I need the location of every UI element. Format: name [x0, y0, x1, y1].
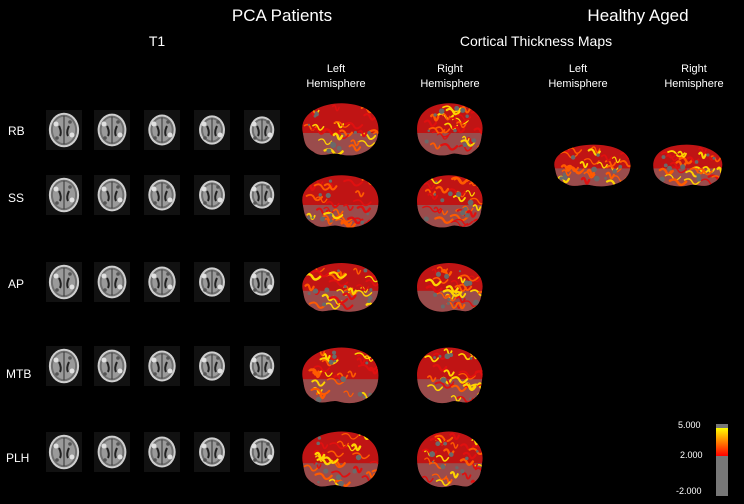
pca-right-hemisphere-label: Right Hemisphere	[420, 62, 479, 92]
mri-slice	[194, 110, 230, 155]
mri-slice	[46, 175, 82, 220]
healthy-left-label-line1: Left	[568, 63, 588, 75]
pca-right-hemisphere-surface	[414, 428, 488, 497]
healthy-left-hemisphere-label: Left Hemisphere	[548, 62, 607, 92]
pca-right-hemisphere-surface	[414, 344, 488, 413]
mri-slice	[94, 346, 130, 391]
mri-slice	[144, 346, 180, 391]
pca-left-hemisphere-label: Left Hemisphere	[306, 62, 365, 92]
row-label-rb: RB	[8, 124, 25, 138]
mri-slice	[144, 175, 180, 220]
mri-slice	[94, 175, 130, 220]
pca-right-hemisphere-surface	[414, 100, 488, 165]
mri-slice	[94, 432, 130, 477]
mri-slice	[194, 346, 230, 391]
mri-slice	[46, 110, 82, 155]
mri-slice	[244, 346, 280, 391]
row-label-mtb: MTB	[6, 367, 32, 381]
healthy-left-label-line2: Hemisphere	[548, 78, 608, 90]
pca-patients-title: PCA Patients	[231, 6, 333, 25]
row-label-ss: SS	[8, 191, 25, 205]
mri-slice	[46, 432, 82, 477]
healthy-right-label-line2: Hemisphere	[664, 78, 724, 90]
colorbar-max-label: 5.000	[678, 420, 701, 430]
mri-slice	[194, 175, 230, 220]
pca-right-hemisphere-surface	[414, 172, 488, 237]
pca-left-hemisphere-surface	[296, 428, 382, 497]
pca-right-hemisphere-surface	[414, 260, 488, 321]
t1-title: T1	[148, 33, 166, 49]
pca-right-label-line1: Right	[437, 63, 463, 75]
healthy-left-hemisphere-surface	[548, 142, 634, 195]
mri-slice	[46, 262, 82, 307]
mri-slice	[144, 262, 180, 307]
pca-left-hemisphere-surface	[296, 100, 382, 165]
colorbar-hot-segment	[716, 428, 728, 456]
pca-left-label-line1: Left	[326, 63, 346, 75]
healthy-aged-title: Healthy Aged	[587, 6, 689, 25]
mri-slice	[46, 346, 82, 391]
pca-left-label-line2: Hemisphere	[306, 78, 366, 90]
row-label-ap: AP	[8, 277, 25, 291]
healthy-right-label-line1: Right	[681, 63, 707, 75]
mri-slice	[94, 262, 130, 307]
row-label-plh: PLH	[6, 451, 30, 465]
healthy-right-hemisphere-label: Right Hemisphere	[664, 62, 723, 92]
mri-slice	[244, 175, 280, 220]
mri-slice	[94, 110, 130, 155]
mri-slice	[194, 262, 230, 307]
pca-left-hemisphere-surface	[296, 344, 382, 413]
pca-right-label-line2: Hemisphere	[420, 78, 480, 90]
pca-left-hemisphere-surface	[296, 172, 382, 237]
mri-slice	[244, 110, 280, 155]
colorbar-min-label: -2.000	[676, 486, 702, 496]
cortical-thickness-title: Cortical Thickness Maps	[459, 33, 613, 49]
mri-slice	[144, 432, 180, 477]
healthy-right-hemisphere-surface	[650, 142, 728, 195]
mri-slice	[244, 432, 280, 477]
colorbar-mid-label: 2.000	[680, 450, 703, 460]
mri-slice	[144, 110, 180, 155]
pca-left-hemisphere-surface	[296, 260, 382, 321]
mri-slice	[244, 262, 280, 307]
mri-slice	[194, 432, 230, 477]
